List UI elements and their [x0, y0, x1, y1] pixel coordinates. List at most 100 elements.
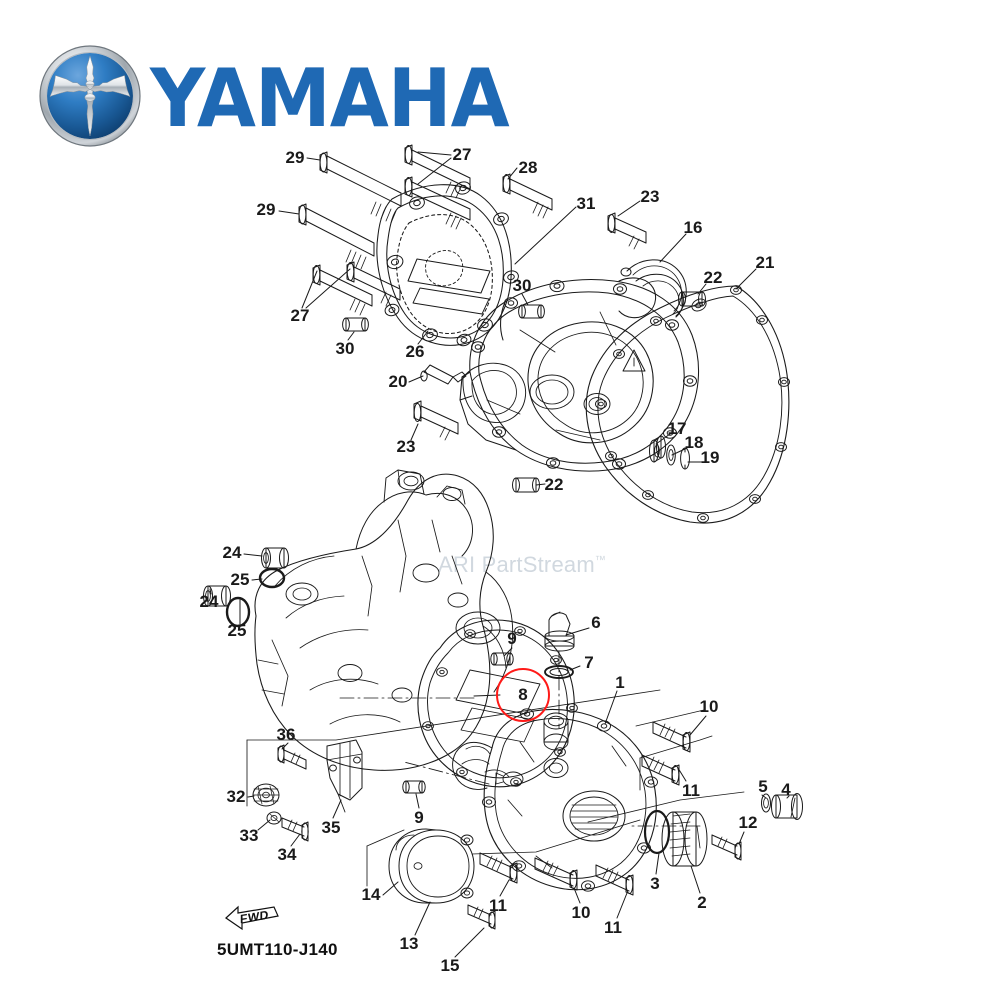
callout-33[interactable]: 33 — [239, 826, 259, 845]
callout-25-upper[interactable]: 25 — [230, 570, 250, 589]
dowel-pin-30-a — [518, 304, 545, 319]
callout-31[interactable]: 31 — [576, 194, 596, 213]
callout-18[interactable]: 18 — [684, 433, 704, 452]
callout-24-lower[interactable]: 24 — [199, 592, 219, 611]
dowel-pin-22-b — [512, 477, 540, 493]
yamaha-brand-header: YAMAHA — [38, 42, 510, 150]
yamaha-tuning-fork-logo — [38, 44, 142, 148]
bolt-12 — [711, 834, 742, 861]
bolt-27-upper-a — [404, 144, 471, 199]
bolt-29-lower — [298, 203, 375, 270]
callout-8[interactable]: 8 — [518, 685, 528, 704]
oil-pump-drive-gear-32 — [252, 783, 280, 807]
washer-33 — [266, 811, 282, 825]
callout-25-lower[interactable]: 25 — [227, 621, 247, 640]
callout-27-lower[interactable]: 27 — [290, 306, 310, 325]
bolt-28 — [502, 173, 553, 219]
collar-24-b — [203, 585, 231, 607]
callout-11-bottom-a[interactable]: 11 — [489, 896, 507, 915]
crankcase-cover-2-assembly — [459, 273, 700, 472]
bracket-16 — [620, 259, 687, 317]
oil-filler-cap-6 — [544, 611, 575, 652]
cover-cap-2 — [661, 811, 708, 867]
callout-23-lower[interactable]: 23 — [396, 437, 416, 456]
dowel-pin-9-a — [490, 652, 514, 666]
callout-16[interactable]: 16 — [683, 218, 703, 237]
callout-30-upper[interactable]: 30 — [512, 276, 532, 295]
o-ring-3 — [643, 809, 671, 855]
callout-2[interactable]: 2 — [697, 893, 707, 912]
oil-baffle-plate-35 — [326, 739, 363, 813]
callout-34[interactable]: 34 — [277, 845, 297, 864]
bolt-29-upper — [319, 151, 402, 224]
bolt-34 — [281, 817, 309, 842]
callout-21[interactable]: 21 — [755, 253, 775, 272]
plug-screw-4 — [771, 793, 803, 820]
callout-29-lower[interactable]: 29 — [256, 200, 276, 219]
callout-22-upper[interactable]: 22 — [703, 268, 723, 287]
callout-5[interactable]: 5 — [758, 777, 768, 796]
callout-11-right[interactable]: 11 — [682, 781, 700, 800]
o-ring-25-b — [225, 596, 251, 628]
callout-35[interactable]: 35 — [321, 818, 341, 837]
screw-36 — [277, 744, 307, 770]
callout-29-upper[interactable]: 29 — [285, 148, 305, 167]
callout-36[interactable]: 36 — [276, 725, 296, 744]
bolt-11-bottom-a — [479, 852, 518, 884]
o-ring-25-a — [258, 567, 286, 589]
callout-9-upper[interactable]: 9 — [507, 629, 517, 648]
oil-jet-20 — [420, 364, 467, 385]
bolt-27-upper-b — [404, 176, 471, 230]
callout-17[interactable]: 17 — [667, 419, 687, 438]
screw-15 — [467, 904, 496, 930]
dowel-pin-9-b — [402, 780, 426, 794]
callout-13[interactable]: 13 — [399, 934, 419, 953]
callout-4[interactable]: 4 — [781, 780, 791, 799]
oil-seal-17 — [649, 435, 666, 463]
callout-12[interactable]: 12 — [738, 813, 758, 832]
bolt-23-lower — [413, 400, 459, 441]
yamaha-wordmark: YAMAHA — [150, 51, 510, 146]
callout-23-upper[interactable]: 23 — [640, 187, 660, 206]
bolt-10-bottom — [534, 857, 578, 891]
washer-18 — [666, 444, 676, 466]
callout-10-bottom[interactable]: 10 — [571, 903, 591, 922]
crankcase-cover-1-assembly — [452, 708, 658, 892]
dowel-pin-30-b — [342, 317, 369, 332]
callout-15[interactable]: 15 — [440, 956, 460, 975]
gasket-21 — [585, 285, 790, 524]
callout-20[interactable]: 20 — [388, 372, 408, 391]
callout-14[interactable]: 14 — [361, 885, 381, 904]
assembly-center-lines — [339, 651, 701, 827]
callout-10-right[interactable]: 10 — [699, 697, 719, 716]
callout-3[interactable]: 3 — [650, 874, 660, 893]
callout-26[interactable]: 26 — [405, 342, 425, 361]
bolt-10-right — [652, 721, 691, 753]
fwd-orientation-arrow: FWD — [224, 902, 282, 936]
grouping-brackets — [246, 689, 745, 887]
callout-1[interactable]: 1 — [615, 673, 625, 692]
collar-24-a — [261, 547, 289, 569]
callout-11-bottom-b[interactable]: 11 — [604, 918, 622, 937]
diagram-part-number: 5UMT110-J140 — [217, 940, 338, 959]
clutch-cover-assembly — [376, 181, 519, 347]
callout-19[interactable]: 19 — [700, 448, 720, 467]
callout-9-lower[interactable]: 9 — [414, 808, 424, 827]
callout-22-lower[interactable]: 22 — [544, 475, 564, 494]
callout-24-upper[interactable]: 24 — [222, 543, 242, 562]
callout-28[interactable]: 28 — [518, 158, 538, 177]
callout-30-lower[interactable]: 30 — [335, 339, 355, 358]
callout-6[interactable]: 6 — [591, 613, 601, 632]
crankcase-assembly — [254, 469, 514, 771]
callout-27-upper[interactable]: 27 — [452, 145, 472, 164]
callout-32[interactable]: 32 — [226, 787, 246, 806]
gasket-8 — [417, 619, 578, 788]
pickup-coil-cover-assembly — [388, 828, 475, 904]
callout-leader-lines — [209, 151, 790, 958]
bolt-11-bottom-b — [595, 864, 634, 896]
bolt-11-right — [641, 754, 680, 786]
bolt-23-upper — [607, 212, 647, 250]
callout-7[interactable]: 7 — [584, 653, 594, 672]
